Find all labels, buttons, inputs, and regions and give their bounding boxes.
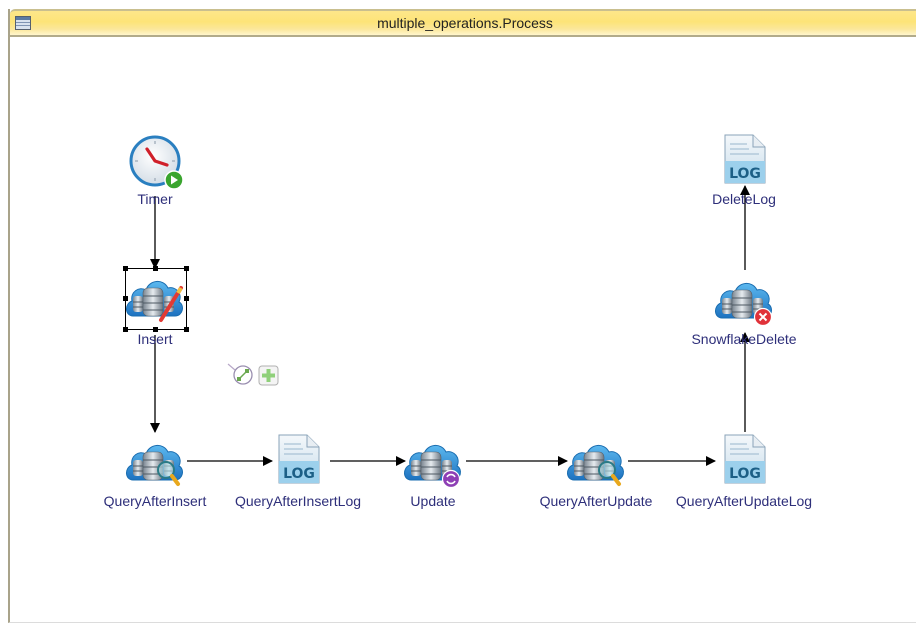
magnifier-icon xyxy=(598,461,621,486)
node-insert[interactable]: Insert xyxy=(85,270,225,348)
node-label: QueryAfterUpdate xyxy=(539,493,653,509)
table-icon xyxy=(15,16,31,30)
node-query-after-update-log[interactable]: QueryAfterUpdateLog xyxy=(674,434,814,514)
node-label: SnowflakeDelete xyxy=(691,331,797,347)
log-file-icon xyxy=(724,134,766,184)
node-label: QueryAfterInsertLog xyxy=(234,493,362,509)
delete-badge-icon xyxy=(753,307,773,327)
log-file-icon xyxy=(724,434,766,484)
cloud-database-icon xyxy=(714,282,773,327)
node-update[interactable]: Update xyxy=(363,434,503,514)
resize-handle[interactable] xyxy=(184,327,189,332)
node-label: QueryAfterUpdateLog xyxy=(675,493,813,509)
refresh-badge-icon xyxy=(441,469,461,489)
node-label: DeleteLog xyxy=(712,191,776,207)
magnifier-icon xyxy=(157,461,180,486)
node-label: Insert xyxy=(137,331,173,347)
pencil-icon xyxy=(159,286,183,322)
cloud-database-icon xyxy=(566,444,624,486)
node-label: QueryAfterInsert xyxy=(103,493,207,509)
cloud-database-icon xyxy=(125,444,183,486)
node-query-after-insert-log[interactable]: QueryAfterInsertLog xyxy=(228,434,368,514)
node-delete-log[interactable]: DeleteLog xyxy=(674,134,814,214)
resize-handle[interactable] xyxy=(184,266,189,271)
cloud-database-icon xyxy=(403,444,461,489)
selection-box xyxy=(123,266,189,332)
resize-handle[interactable] xyxy=(123,296,128,301)
log-file-icon xyxy=(278,434,320,484)
node-label: Update xyxy=(410,493,456,509)
window-title: multiple_operations.Process xyxy=(377,15,553,31)
cloud-database-icon xyxy=(125,280,183,322)
connect-tool[interactable] xyxy=(226,362,258,392)
connect-link-icon xyxy=(227,363,253,385)
add-plus-icon xyxy=(258,365,279,386)
resize-handle[interactable] xyxy=(123,327,128,332)
node-query-after-update[interactable]: QueryAfterUpdate xyxy=(526,434,666,514)
resize-handle[interactable] xyxy=(184,296,189,301)
node-query-after-insert[interactable]: QueryAfterInsert xyxy=(85,434,225,514)
node-timer[interactable]: Timer xyxy=(85,134,225,214)
node-snowflake-delete[interactable]: SnowflakeDelete xyxy=(674,272,814,350)
node-label: Timer xyxy=(137,191,173,207)
play-badge-icon xyxy=(164,170,184,190)
clock-icon xyxy=(129,135,184,190)
resize-handle[interactable] xyxy=(123,266,128,271)
resize-handle[interactable] xyxy=(153,266,158,271)
resize-handle[interactable] xyxy=(153,327,158,332)
add-tool[interactable] xyxy=(258,365,280,391)
title-bar[interactable]: multiple_operations.Process xyxy=(10,9,916,37)
